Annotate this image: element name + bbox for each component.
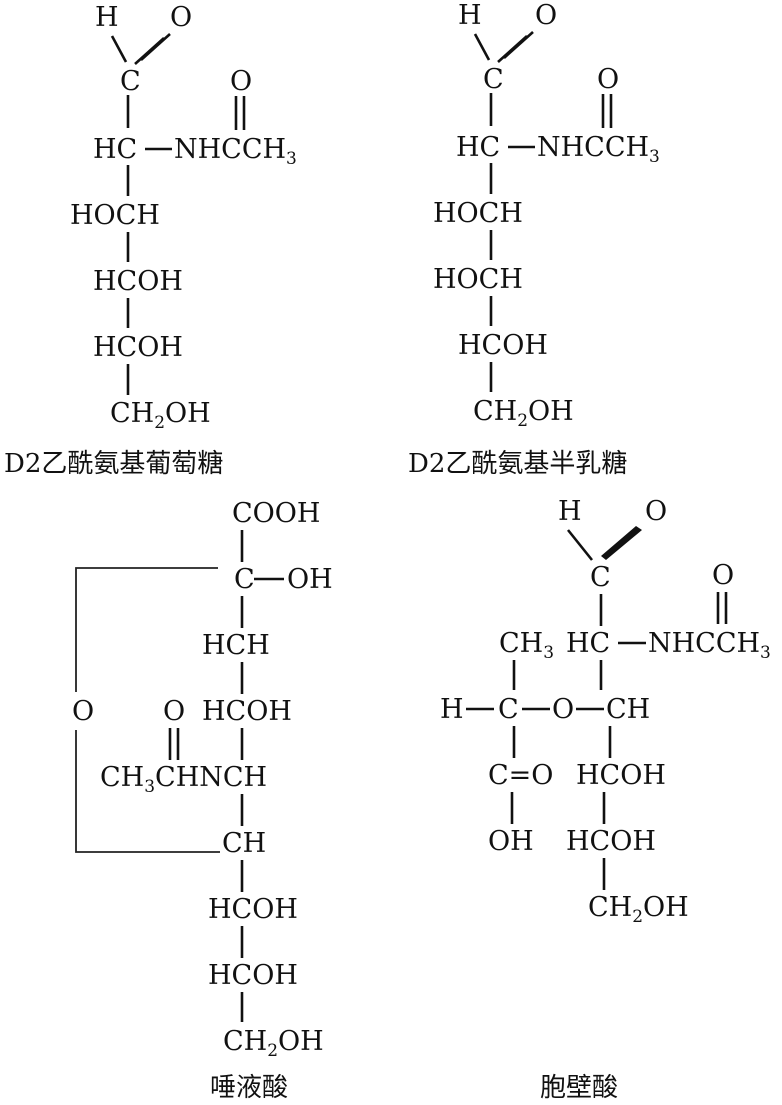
amide-label: CH3CHNCH [100, 762, 267, 797]
ring-bond [75, 567, 218, 692]
wedge-bond [601, 526, 642, 560]
c3-label: CH [606, 694, 650, 725]
acid-oh-label: OH [488, 826, 534, 857]
c8-label: HCOH [208, 960, 298, 991]
acetyl-o: O [597, 64, 619, 95]
caption-glcnac: D2乙酰氨基葡萄糖 [4, 449, 223, 479]
c1-label: C [590, 562, 611, 593]
c5-label: HCOH [458, 330, 548, 361]
bond [110, 35, 128, 63]
c4-label: HCOH [93, 266, 183, 297]
structure-sialic-acid: COOH C OH HCH O O HCOH CH3CHNCH CH HCOH … [72, 498, 333, 1103]
c2-oh-label: OH [287, 564, 333, 595]
aldehyde-h: H [558, 496, 582, 527]
acetyl-o: O [230, 66, 252, 97]
acetyl-o: O [163, 696, 185, 727]
bond [497, 35, 528, 63]
c1-label: C [120, 66, 141, 97]
ring-o-label: O [72, 696, 94, 727]
c2-label: HC [566, 628, 610, 659]
c4-label: HOCH [433, 264, 523, 295]
lactyl-h-label: H [440, 694, 464, 725]
c7-label: HCOH [208, 894, 298, 925]
aldehyde-o: O [535, 0, 557, 31]
amide-label: NHCCH3 [537, 132, 660, 167]
bond [473, 33, 491, 61]
c6-label: CH2OH [110, 398, 211, 433]
c2-label: HC [456, 132, 500, 163]
c4-label: HCOH [576, 760, 666, 791]
structure-galnac: H O C O HC NHCCH3 HOCH HOCH HCOH CH2OH D… [408, 0, 660, 479]
c5-label: HCOH [93, 332, 183, 363]
aldehyde-o: O [645, 496, 667, 527]
cooh-label: COOH [232, 498, 320, 529]
acetyl-o: O [712, 560, 734, 591]
aldehyde-o: O [170, 2, 192, 33]
c5-label: HCOH [566, 826, 656, 857]
lactyl-c-label: C [498, 694, 519, 725]
structure-muramic-acid: H O C O CH3 HC NHCCH3 H C O CH C=O HCOH … [440, 496, 771, 1103]
caption-galnac: D2乙酰氨基半乳糖 [408, 449, 627, 479]
bond [134, 37, 165, 65]
c6-label: CH [222, 828, 266, 859]
aldehyde-h: H [458, 0, 482, 31]
carbonyl-label: C=O [488, 760, 553, 791]
structure-glcnac: H O C O HC NHCCH3 HOCH HCOH HCOH CH2OH D… [4, 2, 297, 479]
ether-o-label: O [552, 694, 574, 725]
methyl-label: CH3 [499, 628, 554, 663]
caption-sialic-acid: 唾液酸 [210, 1073, 288, 1103]
c6-label: CH2OH [588, 892, 689, 927]
bond [566, 529, 594, 561]
c1-label: C [483, 64, 504, 95]
c3-label: HOCH [433, 198, 523, 229]
c9-label: CH2OH [223, 1026, 324, 1061]
amide-label: NHCCH3 [174, 134, 297, 169]
amide-label: NHCCH3 [648, 628, 771, 663]
caption-muramic-acid: 胞壁酸 [540, 1073, 618, 1103]
c3-label: HOCH [70, 200, 160, 231]
aldehyde-h: H [95, 2, 119, 33]
c2-label: HC [93, 134, 137, 165]
c4-label: HCOH [202, 696, 292, 727]
c2-label: C [234, 564, 255, 595]
c6-label: CH2OH [473, 396, 574, 431]
c3-label: HCH [202, 630, 270, 661]
ring-bond [75, 730, 220, 853]
